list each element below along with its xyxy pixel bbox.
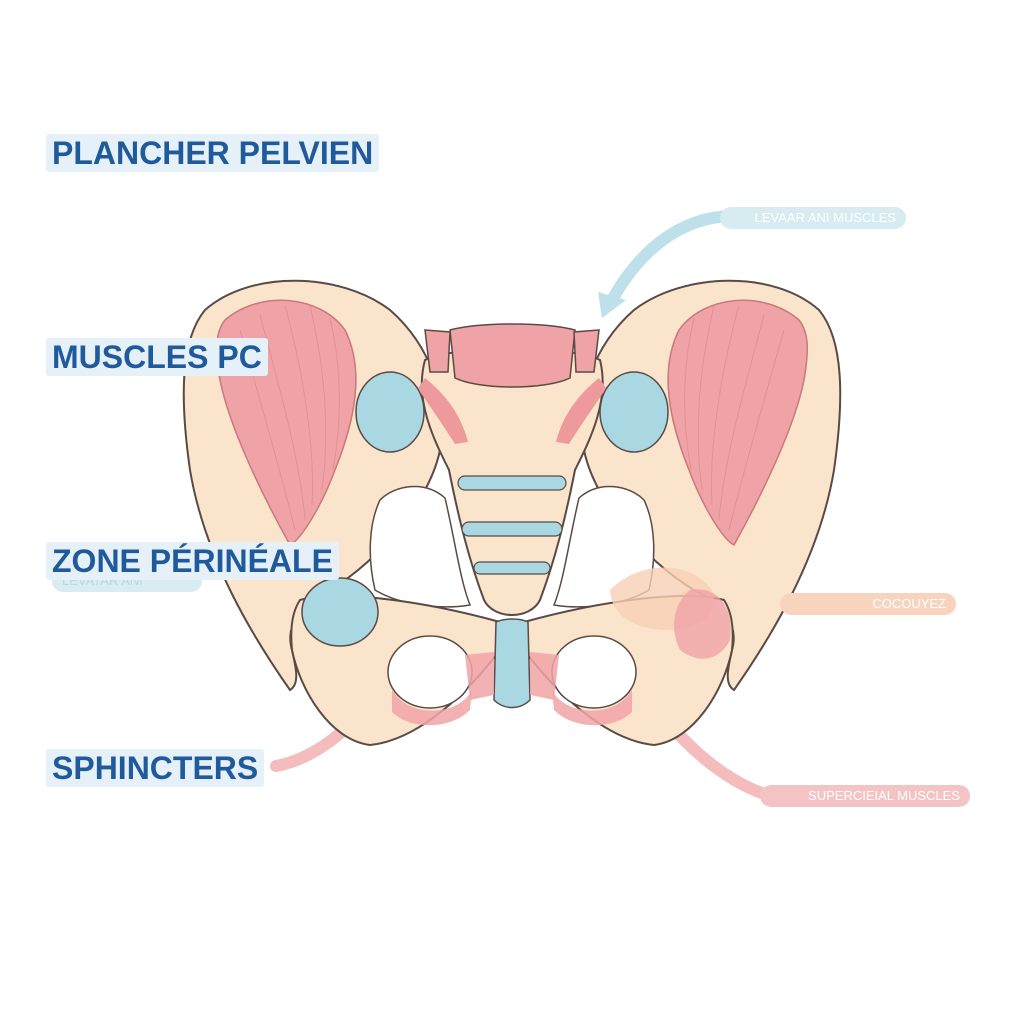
superficial-muscles-callout: SUPERCIEIAL MUSCLES (760, 785, 970, 807)
levator-arrow (606, 210, 736, 306)
right-sacral-wing-muscle (573, 329, 600, 373)
right-iliacus-muscle (667, 299, 809, 546)
levator-arrowhead (598, 292, 626, 318)
zone-perineale-label: ZONE PÉRINÉALE (46, 542, 339, 580)
left-sacroiliac-cartilage (355, 371, 425, 453)
left-obturator-foramen (387, 635, 473, 709)
right-obturator-muscle (552, 690, 632, 726)
left-sacral-wing-muscle (424, 329, 451, 373)
right-piriformis (556, 378, 606, 444)
sphincters-label: SPHINCTERS (46, 749, 265, 787)
sacral-disc-3 (473, 561, 551, 575)
coccygeus-callout: COCOUYEZ (780, 593, 956, 615)
sacral-disc-1 (457, 475, 567, 491)
left-piriformis (418, 378, 468, 444)
right-obturator-foramen (551, 635, 637, 709)
sacral-disc-2 (461, 521, 563, 537)
sacral-base (449, 323, 576, 388)
levator-ani-callout: LEVAAR ANI MUSCLES (720, 207, 906, 229)
left-pelvic-opening (369, 485, 472, 608)
right-sacroiliac-cartilage (599, 371, 669, 453)
left-acetabulum-cartilage (301, 577, 379, 647)
plancher-pelvien-label: PLANCHER PELVIEN (46, 134, 380, 172)
pubic-symphysis (493, 618, 531, 709)
right-pubic-muscle-strip (530, 652, 559, 700)
right-muscle-fibers (684, 304, 785, 531)
muscles-pc-label: MUSCLES PC (46, 338, 268, 376)
right-acetabulum-muscle (674, 589, 731, 659)
left-pubic-muscle-strip (465, 652, 494, 700)
left-obturator-muscle (392, 690, 472, 726)
